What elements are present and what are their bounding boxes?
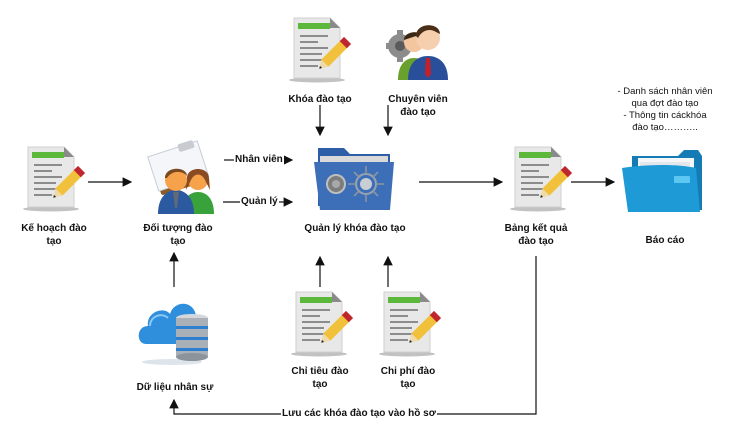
node-label-khoa-dao-tao: Khóa đào tạo	[278, 93, 362, 106]
node-label-ke-hoach: Kế hoạch đào tạo	[14, 222, 94, 248]
node-label-bang-ket-qua: Bảng kết quả đào tạo	[496, 222, 576, 248]
label-line: tạo	[400, 379, 416, 390]
node-label-du-lieu: Dữ liệu nhân sự	[128, 381, 222, 394]
edge-label-quan-ly: Quản lý	[240, 196, 279, 208]
label-line: Kế hoạch đào	[21, 223, 87, 234]
edge-label-luu: Lưu các khóa đào tạo vào hồ sơ	[281, 408, 437, 420]
folder-vault-icon	[314, 148, 394, 210]
document-pencil-icon	[291, 291, 354, 357]
label-line: đào tạo	[518, 236, 554, 247]
business-people-gear-icon	[386, 25, 448, 80]
document-pencil-icon	[510, 146, 573, 212]
note-line: qua đợt đào tạo	[631, 98, 699, 109]
label-line: tạo	[46, 236, 62, 247]
label-line: tạo	[170, 236, 186, 247]
label-line: tạo	[312, 379, 328, 390]
label-line: đào tạo	[400, 107, 436, 118]
people-clipboard-icon	[147, 140, 214, 214]
document-pencil-icon	[289, 17, 352, 83]
note-line: - Thông tin cáckhóa	[623, 110, 707, 121]
label-line: Khóa đào tạo	[288, 94, 352, 105]
edge-label-nhan-vien: Nhân viên	[234, 154, 284, 166]
node-label-doi-tuong: Đối tượng đào tạo	[136, 222, 220, 248]
label-line: Đối tượng đào	[143, 223, 213, 234]
note-line: - Danh sách nhân viên	[617, 86, 713, 97]
label-line: Chỉ tiêu đào	[291, 366, 349, 377]
node-label-quan-ly: Quản lý khóa đào tạo	[300, 222, 410, 235]
node-label-bao-cao: Báo cáo	[630, 234, 700, 247]
note-line: đào tạo………..	[632, 122, 698, 133]
label-line: Báo cáo	[645, 235, 685, 246]
label-line: Quản lý khóa đào tạo	[304, 223, 406, 234]
label-line: Chuyên viên	[388, 94, 448, 105]
node-label-chuyen-vien: Chuyên viên đào tạo	[378, 93, 458, 119]
document-pencil-icon	[23, 146, 86, 212]
document-pencil-icon	[379, 291, 442, 357]
report-note: - Danh sách nhân viên qua đợt đào tạo - …	[606, 86, 724, 134]
blue-folder-icon	[622, 150, 702, 212]
cloud-database-icon	[138, 303, 208, 365]
label-line: Bảng kết quả	[504, 223, 568, 234]
node-label-chi-phi: Chi phí đào tạo	[370, 365, 446, 391]
label-line: Chi phí đào	[380, 366, 436, 377]
label-line: Dữ liệu nhân sự	[136, 382, 214, 393]
node-label-chi-tieu: Chỉ tiêu đào tạo	[282, 365, 358, 391]
